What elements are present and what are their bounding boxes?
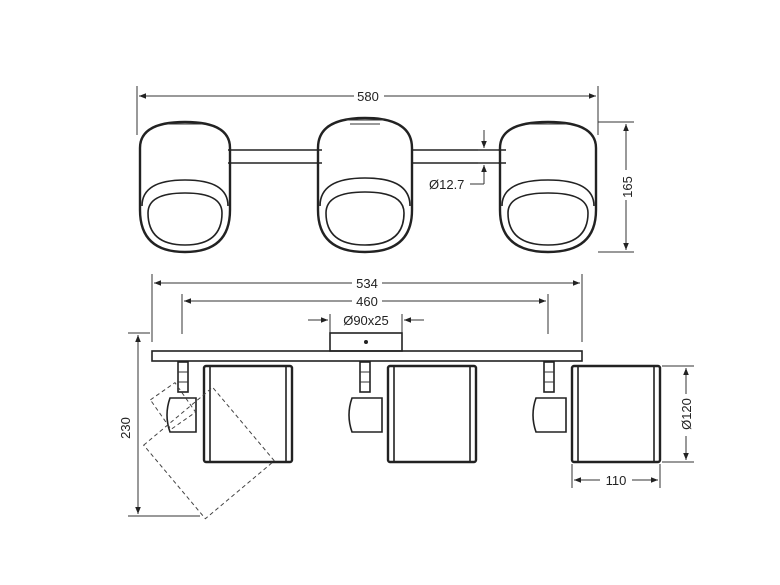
mounting-bar xyxy=(151,350,583,362)
label-230: 230 xyxy=(118,417,133,439)
dimension-460: 460 xyxy=(181,293,549,334)
label-110: 110 xyxy=(606,473,627,488)
dimension-534: 534 xyxy=(151,274,583,342)
ceiling-base xyxy=(329,332,403,352)
label-165: 165 xyxy=(620,176,635,198)
dimension-shade-diameter: Ø120 xyxy=(662,365,695,463)
label-base: Ø90x25 xyxy=(343,313,389,328)
dimension-580: 580 xyxy=(136,86,599,135)
dimension-230: 230 xyxy=(118,332,200,517)
dimension-110: 110 xyxy=(571,464,661,488)
dimension-base: Ø90x25 xyxy=(308,313,424,334)
shade-top-left xyxy=(138,120,232,254)
connecting-rod xyxy=(228,149,506,164)
tilted-spot-outline xyxy=(142,381,276,520)
spot-right xyxy=(532,361,662,464)
dimension-165: 165 xyxy=(598,121,635,253)
shade-top-right xyxy=(498,120,598,254)
label-580: 580 xyxy=(357,89,379,104)
label-460: 460 xyxy=(356,294,378,309)
spot-left xyxy=(142,361,294,520)
top-view: 580 xyxy=(136,86,635,254)
label-534: 534 xyxy=(356,276,378,291)
front-view: 534 460 Ø90x25 xyxy=(118,274,695,520)
spot-center xyxy=(348,361,478,464)
label-shade-diameter: Ø120 xyxy=(679,398,694,430)
dimension-rod-diameter: Ø12.7 xyxy=(429,130,498,192)
label-rod-diameter: Ø12.7 xyxy=(429,177,464,192)
shade-top-center xyxy=(316,116,414,254)
